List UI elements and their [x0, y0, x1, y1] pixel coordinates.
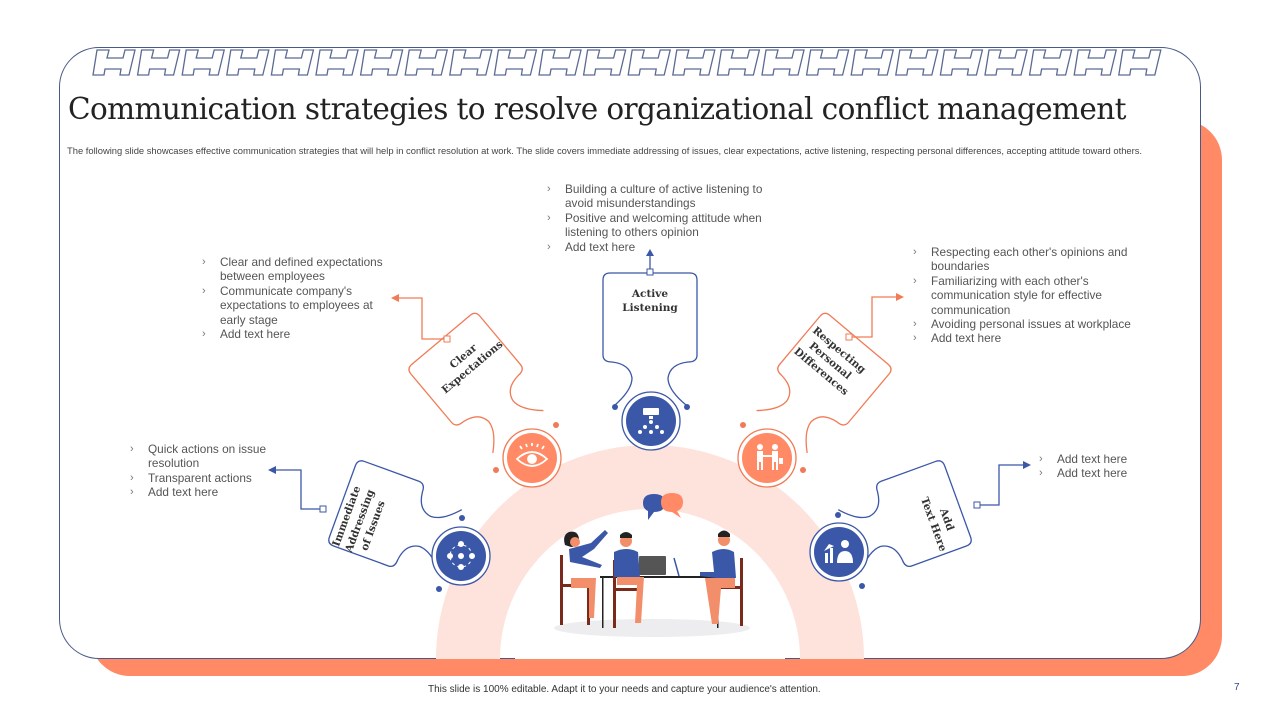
businessman-growth-icon [824, 540, 853, 563]
pink-arc [436, 445, 864, 659]
list-item: Positive and welcoming attitude when lis… [545, 211, 765, 240]
bullets-clear-expectations: Clear and defined expectations between e… [200, 255, 390, 342]
list-item: Add text here [128, 485, 268, 500]
list-item: Add text here [1037, 452, 1157, 467]
bullets-active-listening: Building a culture of active listening t… [545, 182, 765, 254]
list-item: Add text here [1037, 466, 1157, 481]
eye-icon [515, 443, 549, 467]
team-network-icon [447, 541, 475, 570]
node-respecting-shape [756, 312, 892, 454]
node-active-listening-shape [602, 249, 698, 451]
node-immediate-shape [328, 460, 463, 572]
label-active-listening[interactable]: Active Listening [622, 288, 678, 314]
node-addtext-shape [837, 460, 972, 572]
presentation-hierarchy-icon [638, 408, 664, 434]
list-item: Quick actions on issue resolution [128, 442, 268, 471]
list-item: Add text here [911, 331, 1146, 346]
list-item: Communicate company's expectations to em… [200, 284, 390, 327]
page-number: 7 [1234, 682, 1240, 693]
bullets-respecting-differences: Respecting each other's opinions and bou… [911, 245, 1146, 346]
list-item: Familiarizing with each other's communic… [911, 274, 1146, 317]
page-title: Communication strategies to resolve orga… [68, 92, 1126, 126]
list-item: Respecting each other's opinions and bou… [911, 245, 1146, 274]
footer-note: This slide is 100% editable. Adapt it to… [428, 684, 821, 695]
list-item: Building a culture of active listening t… [545, 182, 765, 211]
page-subtitle: The following slide showcases effective … [67, 145, 1143, 156]
list-item: Add text here [200, 327, 390, 342]
list-item: Avoiding personal issues at workplace [911, 317, 1146, 332]
list-item: Clear and defined expectations between e… [200, 255, 390, 284]
bullets-add-text-here: Add text here Add text here [1037, 452, 1157, 481]
handshake-people-icon [757, 444, 783, 470]
list-item: Add text here [545, 240, 765, 255]
list-item: Transparent actions [128, 471, 268, 486]
bullets-immediate-addressing: Quick actions on issue resolution Transp… [128, 442, 268, 500]
team-meeting-illustration [554, 493, 750, 637]
node-clear-expectations-shape [408, 312, 544, 454]
